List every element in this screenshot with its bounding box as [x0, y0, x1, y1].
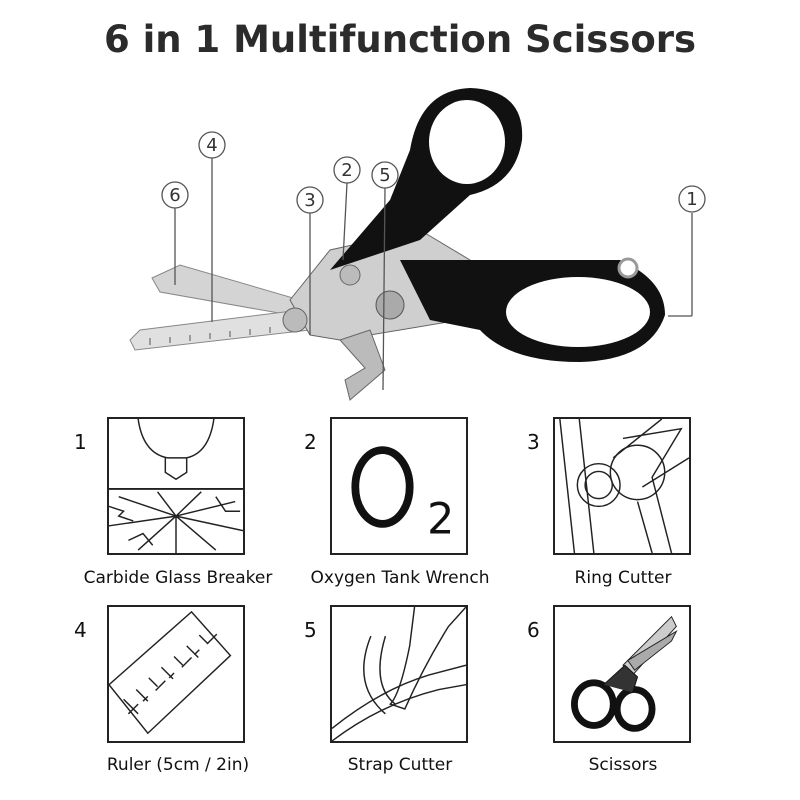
ruler-icon — [107, 605, 245, 743]
feature-label-5: Strap Cutter — [347, 755, 453, 775]
feature-number-2: 2 — [304, 430, 317, 454]
feature-number-5: 5 — [304, 618, 317, 642]
feature-label-4: Ruler (5cm / 2in) — [106, 755, 250, 775]
upper-blade — [151, 264, 301, 316]
feature-label-6: Scissors — [588, 755, 658, 775]
feature-label-2: Oxygen Tank Wrench — [310, 568, 490, 588]
callout-2: 2 — [341, 160, 352, 181]
feature-number-3: 3 — [527, 430, 540, 454]
svg-text:2: 2 — [427, 495, 454, 545]
scissors-product-image: 1 2 3 4 5 6 — [129, 88, 706, 401]
callout-3: 3 — [304, 190, 315, 211]
oxygen-o2-icon: 2 — [330, 417, 468, 555]
glass-breaker-icon — [107, 417, 245, 555]
feature-label-1: Carbide Glass Breaker — [83, 568, 273, 588]
feature-number-6: 6 — [527, 618, 540, 642]
feature-number-4: 4 — [74, 618, 87, 642]
callout-5: 5 — [379, 165, 390, 186]
strap-cutter-hook — [339, 329, 386, 401]
scissors-icon — [553, 605, 691, 743]
ring-cutter-icon — [553, 417, 691, 555]
strap-cutter-icon — [330, 605, 468, 743]
callout-4: 4 — [206, 135, 217, 156]
feature-label-3: Ring Cutter — [574, 568, 672, 588]
callout-1: 1 — [686, 189, 697, 210]
page-title: 6 in 1 Multifunction Scissors — [103, 18, 697, 61]
feature-number-1: 1 — [74, 430, 87, 454]
ruler-blade — [129, 309, 311, 351]
callout-6: 6 — [169, 185, 180, 206]
